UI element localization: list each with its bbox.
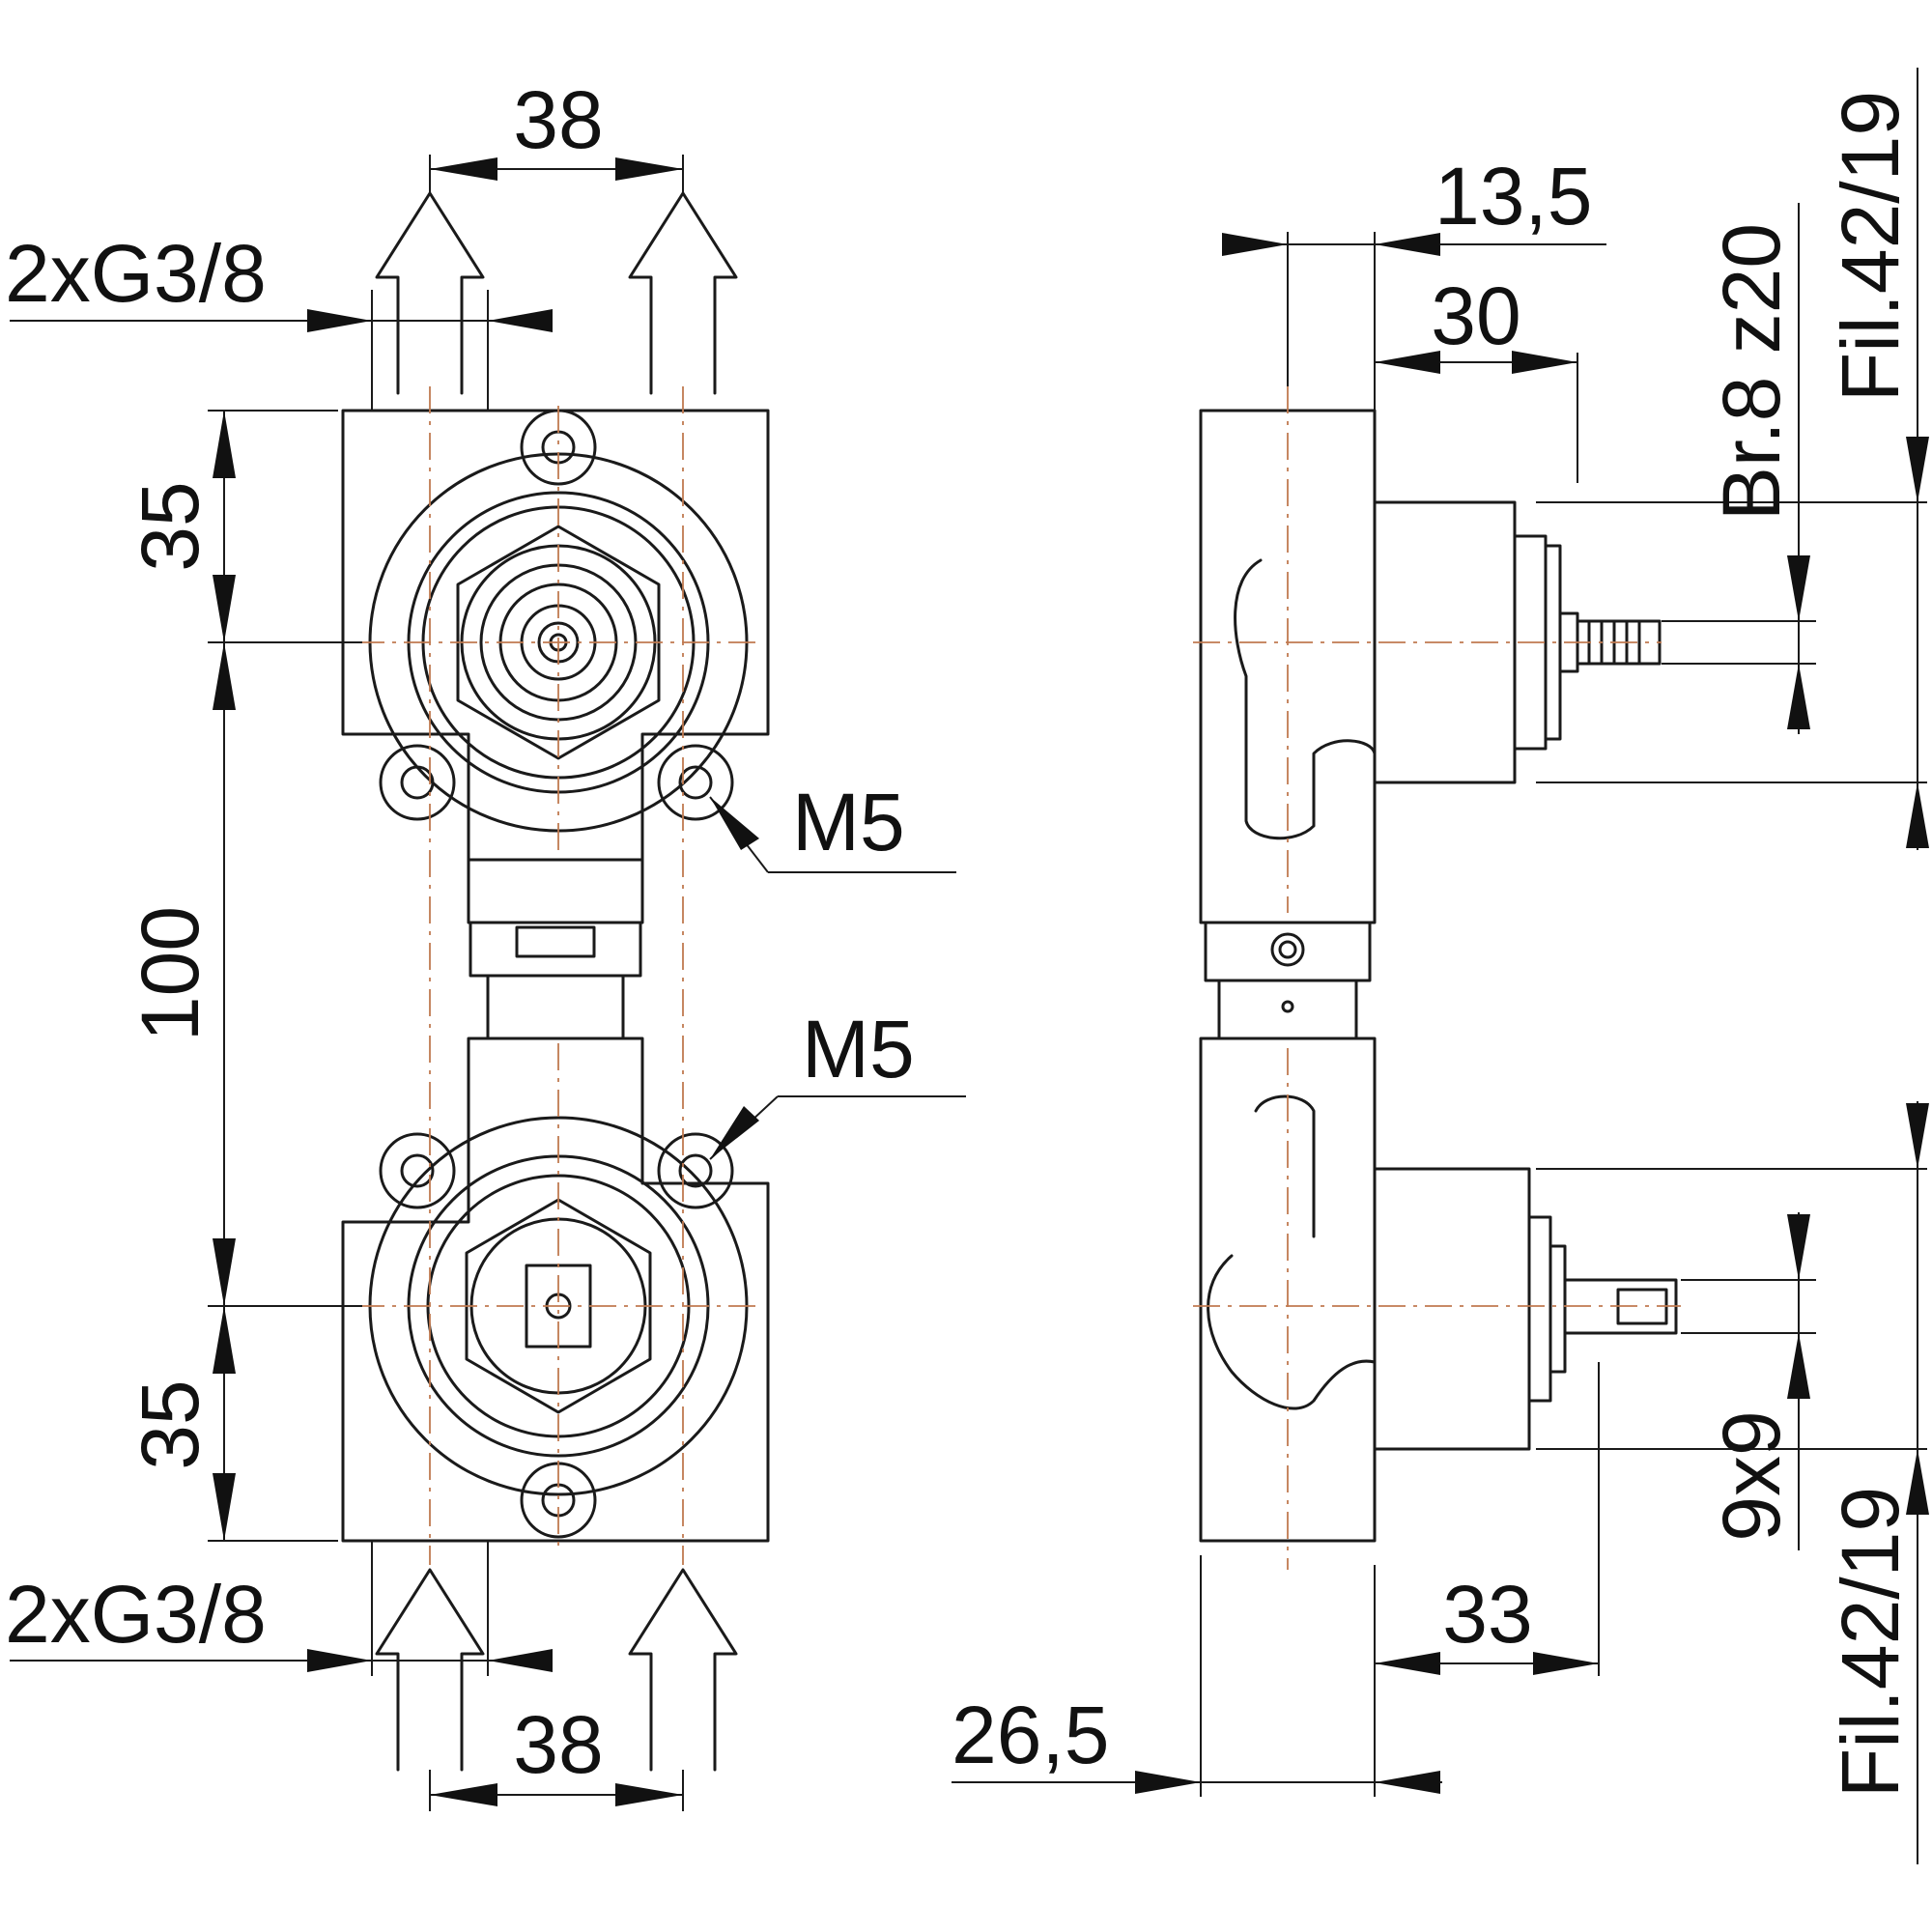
side-coupling-neck [1217,979,1358,1040]
front-top-height-label: 35 [125,481,215,571]
front-bottom-height-label: 35 [125,1379,215,1469]
screw-bottom-label: M5 [802,1004,915,1094]
side-depth-lower-label: 33 [1442,1569,1532,1660]
front-coupling-window [515,925,596,958]
flow-arrow-top-right [628,191,738,395]
spline-label: Br.8 z20 [1706,223,1797,521]
screw-top-label: M5 [792,777,905,867]
front-coupling-upper [467,858,644,924]
flow-arrow-top-left [375,191,485,395]
top-thread-label: 2xG3/8 [5,228,267,319]
front-view: 38 2xG3/8 38 2xG3/8 35 100 35 M5 M5 [5,74,966,1811]
flow-arrow-bottom-left [375,1568,485,1772]
front-center-distance-label: 100 [125,906,215,1041]
square-stem-label: 9x9 [1706,1410,1797,1541]
lug-left [379,744,456,821]
flow-arrow-bottom-right [628,1568,738,1772]
side-bottom-cartridge [1373,1167,1531,1451]
lug-right [657,744,734,821]
lug-right-bottom [657,1132,734,1209]
side-base-label: 26,5 [952,1690,1110,1780]
lug-left-bottom [379,1132,456,1209]
thread-lower-label: Fil.42/19 [1825,1487,1916,1798]
side-depth-upper-label: 30 [1431,270,1520,361]
side-coupling-screw [1270,932,1305,967]
side-view: 13,5 30 33 26,5 Br.8 z20 Fil.42/19 9x9 F… [952,68,1929,1864]
front-coupling-neck [486,974,625,1040]
front-bottom-width-label: 38 [513,1699,603,1790]
bottom-thread-label: 2xG3/8 [5,1569,267,1660]
front-coupling-nut [469,921,642,978]
thread-upper-label: Fil.42/19 [1825,91,1916,402]
side-offset-top-label: 13,5 [1435,151,1593,242]
front-top-width-label: 38 [513,74,603,165]
side-coupling [1204,921,1372,982]
front-bottom-body [341,1037,770,1543]
